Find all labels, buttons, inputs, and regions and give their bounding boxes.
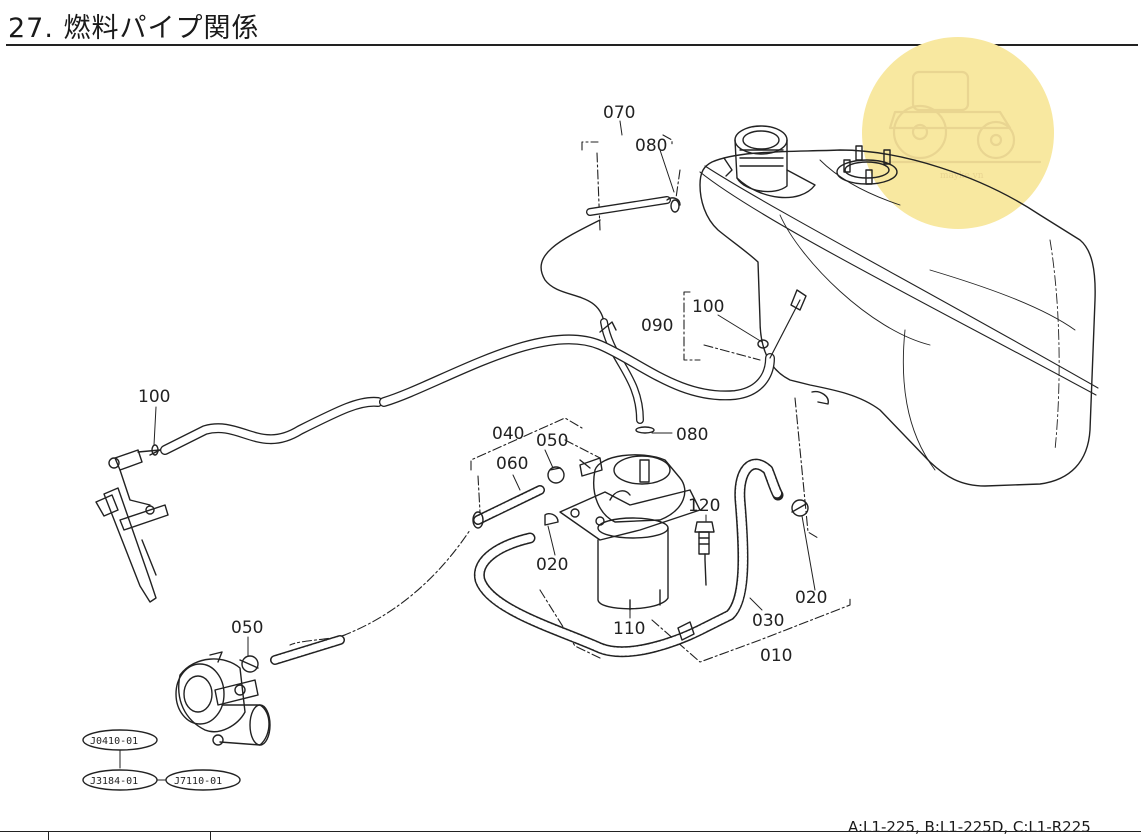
fuel-line (160, 299, 801, 455)
small-clips (151, 199, 769, 456)
ref-code-j3184: J3184-01 (90, 776, 138, 787)
table-header-edge (0, 831, 1141, 840)
watermark-text: mayke.vn (940, 171, 984, 181)
feed-pump (175, 529, 471, 746)
hose-loop (473, 458, 809, 658)
drain-plug (694, 521, 715, 586)
title-underline (6, 44, 1138, 46)
label-020-right: 020 (795, 588, 827, 608)
hose-060 (472, 466, 565, 529)
label-050-filter: 050 (536, 431, 568, 451)
label-070: 070 (603, 103, 635, 123)
bracket-070 (581, 134, 673, 151)
watermark-logo: mayke.vn (862, 37, 1054, 229)
fuel-filter (559, 454, 701, 611)
ref-code-j7110: J7110-01 (174, 776, 222, 787)
bracket-010 (651, 597, 851, 663)
label-100-injector: 100 (138, 387, 170, 407)
label-010: 010 (760, 646, 792, 666)
ref-oval-2 (82, 769, 158, 791)
bracket-040 (470, 417, 583, 471)
label-110: 110 (613, 619, 645, 639)
label-080-top: 080 (635, 136, 667, 156)
ref-code-j0410: J0410-01 (90, 736, 138, 747)
page-title: 27. 燃料パイプ関係 (8, 13, 260, 44)
return-hose (540, 196, 681, 434)
label-060: 060 (496, 454, 528, 474)
label-080-mid: 080 (676, 425, 708, 445)
ref-oval-3 (165, 769, 241, 791)
label-090: 090 (641, 316, 673, 336)
label-020-left: 020 (536, 555, 568, 575)
label-040: 040 (492, 424, 524, 444)
label-050-pump: 050 (231, 618, 263, 638)
injector (95, 449, 169, 603)
label-030: 030 (752, 611, 784, 631)
ref-oval-1 (82, 729, 158, 751)
label-120: 120 (688, 496, 720, 516)
bracket-090 (683, 291, 701, 361)
label-100-tank: 100 (692, 297, 724, 317)
fuel-tank (699, 125, 1099, 487)
